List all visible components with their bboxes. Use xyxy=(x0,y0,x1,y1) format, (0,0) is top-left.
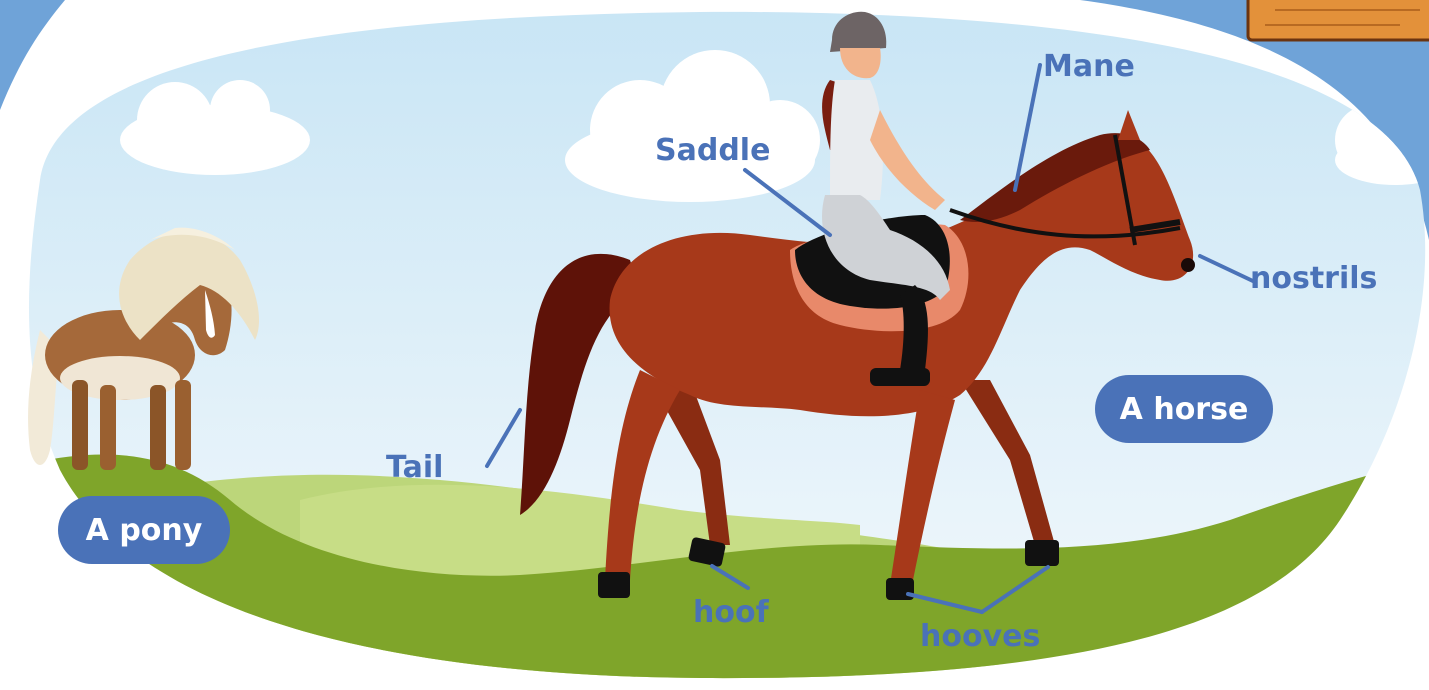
badge-pony: A pony xyxy=(58,496,230,564)
hoof-icon xyxy=(1025,540,1059,566)
badge-pony-text: A pony xyxy=(86,513,203,548)
label-hooves: hooves xyxy=(920,619,1040,654)
wooden-sign-icon xyxy=(1248,0,1429,40)
label-saddle: Saddle xyxy=(655,133,770,168)
blue-border-left xyxy=(0,0,65,110)
label-mane: Mane xyxy=(1043,49,1135,84)
label-hoof: hoof xyxy=(693,595,770,630)
badge-horse-text: A horse xyxy=(1120,392,1249,427)
hoof-icon xyxy=(598,572,630,598)
hoof-icon xyxy=(886,578,914,600)
horse-nostril xyxy=(1181,258,1195,272)
label-tail: Tail xyxy=(386,450,443,485)
label-nostrils: nostrils xyxy=(1250,261,1377,296)
badge-horse: A horse xyxy=(1095,375,1273,443)
